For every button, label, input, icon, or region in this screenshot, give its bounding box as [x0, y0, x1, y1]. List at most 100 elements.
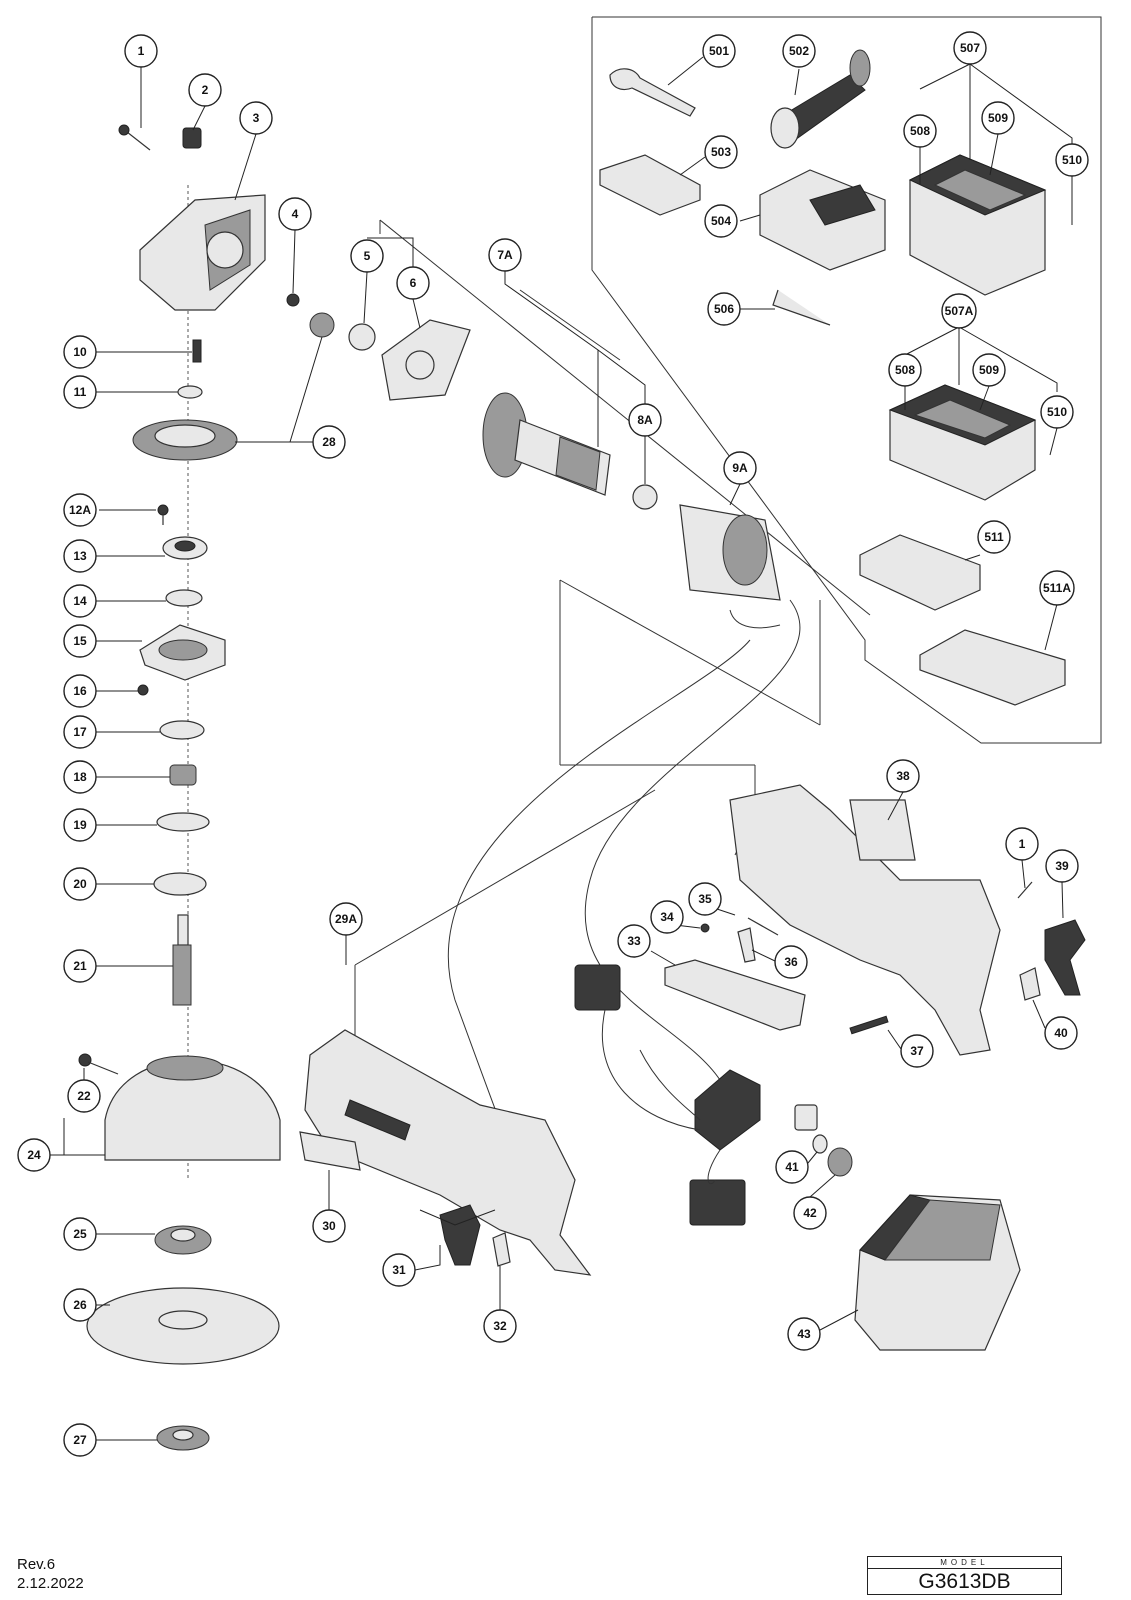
callout-507: 507 [953, 31, 987, 65]
callout-number: 503 [711, 145, 731, 159]
callout-503: 503 [704, 135, 738, 169]
callout-circle [329, 902, 363, 936]
spindle-21 [172, 914, 192, 1006]
callout-number: 6 [410, 276, 417, 290]
callout-20: 20 [63, 867, 97, 901]
callout-circle [1045, 849, 1079, 883]
callout-circle [188, 73, 222, 107]
controller-wiring [574, 964, 818, 1226]
armature-7a [482, 392, 611, 496]
pin-37 [849, 1015, 889, 1035]
callout-circle [382, 1253, 416, 1287]
callout-circle [723, 451, 757, 485]
housing-half-right [729, 784, 1001, 1056]
revision-date: 2.12.2022 [17, 1575, 84, 1592]
hook-39 [1044, 919, 1086, 996]
callout-15: 15 [63, 624, 97, 658]
callout-25: 25 [63, 1217, 97, 1251]
callout-number: 39 [1055, 859, 1069, 873]
callout-number: 18 [73, 770, 87, 784]
model-caption: MODEL [868, 1557, 1061, 1569]
callout-number: 17 [73, 725, 87, 739]
o-ring-41 [812, 1134, 828, 1154]
nut-42 [827, 1147, 853, 1177]
callout-number: 36 [784, 955, 798, 969]
callout-circle [63, 335, 97, 369]
assembly-guide-lines [187, 185, 871, 1211]
callout-number: 30 [322, 1219, 336, 1233]
callout-42: 42 [793, 1196, 827, 1230]
callout-circle [617, 924, 651, 958]
callout-26: 26 [63, 1288, 97, 1322]
callout-number: 501 [709, 44, 729, 58]
case-507 [908, 154, 1047, 296]
callout-number: 507A [945, 304, 974, 318]
callout-511a: 511A [1039, 570, 1075, 606]
inlay-511 [859, 534, 981, 611]
callout-circle [981, 101, 1015, 135]
callout-circle [888, 353, 922, 387]
bearing-13 [162, 536, 208, 560]
callout-circle [350, 239, 384, 273]
callout-18: 18 [63, 760, 97, 794]
callout-38: 38 [886, 759, 920, 793]
callout-circle [688, 882, 722, 916]
wheel-guard [104, 1055, 281, 1161]
callout-circle [628, 403, 662, 437]
callout-circle [1005, 827, 1039, 861]
callout-circle [67, 1079, 101, 1113]
nut-27 [156, 1425, 210, 1451]
callout-33: 33 [617, 924, 651, 958]
callout-28: 28 [312, 425, 346, 459]
callout-number: 11 [74, 385, 87, 399]
callout-circle [972, 353, 1006, 387]
pinion-gear [309, 312, 335, 338]
revision-label: Rev.6 [17, 1556, 56, 1573]
wheel-washer-20 [153, 872, 207, 896]
callout-number: 507 [960, 41, 980, 55]
callout-circle [17, 1138, 51, 1172]
callout-number: 511A [1043, 581, 1071, 595]
callout-11: 11 [63, 375, 97, 409]
spiral-gear [132, 419, 238, 461]
callout-number: 43 [797, 1327, 811, 1341]
callout-2: 2 [188, 73, 222, 107]
case-507a [888, 384, 1037, 501]
callout-circle [886, 759, 920, 793]
hook-31 [439, 1204, 481, 1266]
bearing-5 [348, 323, 376, 351]
callout-circle [63, 375, 97, 409]
callout-number: 511 [984, 530, 1004, 544]
callout-4: 4 [278, 197, 312, 231]
callout-circle [63, 949, 97, 983]
callout-number: 29A [335, 912, 357, 926]
inlay-511a [919, 629, 1066, 706]
callout-circle [782, 34, 816, 68]
callout-circle [704, 204, 738, 238]
callout-circle [124, 34, 158, 68]
callout-number: 15 [73, 634, 87, 648]
callout-7a: 7A [488, 238, 522, 272]
callout-circle [63, 760, 97, 794]
plate-40 [1019, 967, 1041, 1001]
callout-circle [941, 293, 977, 329]
callout-circle [312, 425, 346, 459]
callout-8a: 8A [628, 403, 662, 437]
callout-number: 502 [789, 44, 809, 58]
callout-circle [1039, 570, 1075, 606]
gear-case [139, 194, 266, 311]
callout-number: 2 [202, 83, 209, 97]
callout-19: 19 [63, 808, 97, 842]
callout-circle [775, 1150, 809, 1184]
callout-507a: 507A [941, 293, 977, 329]
callout-number: 26 [73, 1298, 87, 1312]
callout-number: 7A [497, 248, 513, 262]
callout-circle [900, 1034, 934, 1068]
callout-circle [1055, 143, 1089, 177]
spring-34 [700, 923, 710, 933]
callout-1: 1 [1005, 827, 1039, 861]
callout-number: 504 [711, 214, 731, 228]
lock-spring-18 [169, 764, 197, 786]
charger-504 [759, 169, 886, 271]
callout-number: 509 [988, 111, 1008, 125]
